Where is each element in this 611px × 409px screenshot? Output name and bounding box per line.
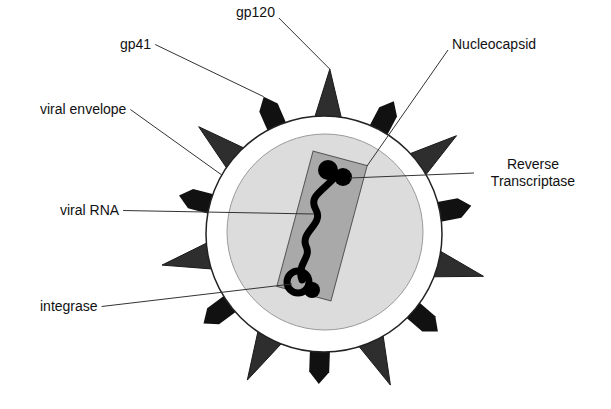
leader-line bbox=[367, 50, 448, 166]
part-label: Reverse Transcriptase bbox=[478, 156, 588, 190]
leader-line bbox=[130, 110, 221, 176]
reverse-transcriptase bbox=[334, 168, 352, 186]
viral-envelope bbox=[206, 116, 442, 352]
part-label: Nucleocapsid bbox=[452, 36, 536, 53]
capsid-matrix bbox=[227, 134, 423, 330]
nucleocapsid bbox=[277, 151, 367, 301]
leader-line bbox=[350, 173, 474, 178]
leader-line bbox=[155, 45, 264, 97]
leader-lines bbox=[102, 18, 474, 307]
viral-rna bbox=[301, 176, 336, 280]
leader-line bbox=[102, 284, 292, 307]
part-label: gp120 bbox=[236, 4, 275, 21]
part-label: gp41 bbox=[120, 36, 151, 53]
leader-line bbox=[123, 211, 314, 215]
leader-line bbox=[279, 18, 330, 69]
part-label: viral envelope bbox=[40, 101, 126, 118]
integrase bbox=[304, 282, 320, 298]
gp120-spike bbox=[314, 69, 342, 121]
spikes bbox=[162, 69, 484, 385]
part-label: viral RNA bbox=[60, 202, 119, 219]
part-label: integrase bbox=[40, 298, 98, 315]
